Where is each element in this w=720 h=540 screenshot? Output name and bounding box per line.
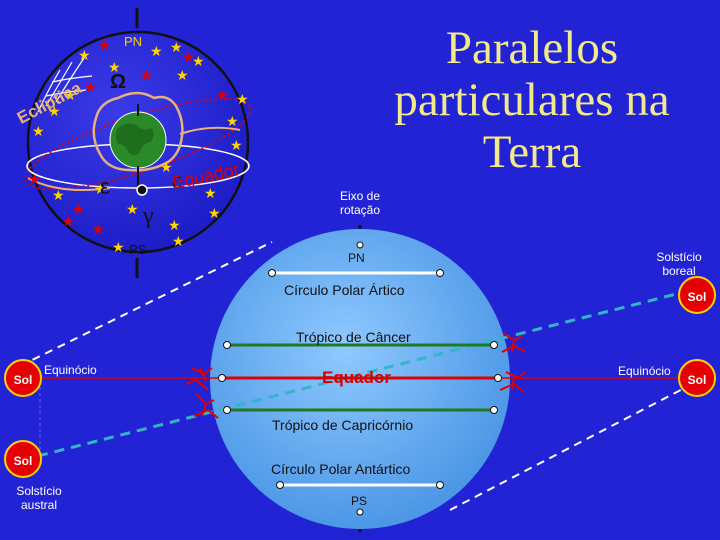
svg-text:★: ★ xyxy=(126,201,139,217)
svg-text:★: ★ xyxy=(216,87,229,103)
tropic-cancer-label: Trópico de Câncer xyxy=(296,329,411,345)
svg-text:★: ★ xyxy=(168,217,181,233)
svg-text:★: ★ xyxy=(62,213,75,229)
equinox-point-label: γ xyxy=(143,203,154,229)
sphere-meridian xyxy=(37,57,85,113)
ecliptic-arc xyxy=(27,177,111,192)
solstice-austral-label: Solstício austral xyxy=(16,484,62,512)
svg-text:★: ★ xyxy=(226,113,239,129)
solstice-symbol-left: ε xyxy=(100,174,110,199)
celestial-sphere xyxy=(24,8,252,278)
slide-title: Paralelos particulares na Terra xyxy=(394,22,670,178)
solstice-path-boreal-left xyxy=(19,241,273,367)
svg-text:★: ★ xyxy=(28,171,41,187)
svg-text:★: ★ xyxy=(108,59,121,75)
sphere-ps-label: PS xyxy=(129,242,147,257)
svg-text:★: ★ xyxy=(78,47,91,63)
svg-text:★: ★ xyxy=(160,159,173,175)
sun-equinox-left: Sol xyxy=(4,359,42,397)
arctic-circle-label: Círculo Polar Ártico xyxy=(284,282,405,298)
svg-text:★: ★ xyxy=(208,205,221,221)
north-pole-point xyxy=(356,241,364,249)
svg-text:★: ★ xyxy=(204,185,217,201)
svg-text:★: ★ xyxy=(112,239,125,255)
tropic-capricorn-label: Trópico de Capricórnio xyxy=(272,417,414,433)
svg-text:★: ★ xyxy=(52,187,65,203)
equator-label: Equador xyxy=(322,368,391,387)
solstice-symbol-right: ε xyxy=(172,168,182,193)
sun-equinox-right: Sol xyxy=(678,359,716,397)
svg-text:★: ★ xyxy=(182,49,195,65)
svg-text:★: ★ xyxy=(140,67,153,83)
sphere-parallel xyxy=(45,75,93,97)
sun-solstice-austral: Sol xyxy=(4,440,42,478)
rotation-axis-label: Eixo de rotação xyxy=(339,189,381,217)
svg-text:★: ★ xyxy=(176,67,189,83)
equinox-right-label: Equinócio xyxy=(618,364,671,378)
svg-text:★: ★ xyxy=(48,103,61,119)
sun-solstice-boreal: Sol xyxy=(678,276,716,314)
equinox-left-label: Equinócio xyxy=(44,363,97,377)
antarctic-circle-label: Círculo Polar Antártico xyxy=(271,461,411,477)
svg-text:★: ★ xyxy=(230,137,243,153)
node-symbol: Ω xyxy=(110,71,127,93)
earth-halo xyxy=(92,91,184,172)
star-field: ★ ★ ★ ★ ★ ★ ★ ★ ★ ★ ★ ★ ★ ★ ★ ★ ★ ★ ★ ★ … xyxy=(28,37,249,255)
svg-text:★: ★ xyxy=(72,201,85,217)
small-earth-land xyxy=(116,123,154,155)
sphere-center-point xyxy=(136,184,148,196)
svg-text:★: ★ xyxy=(94,181,107,197)
solstice-path-boreal-right xyxy=(449,379,701,511)
sphere-pn-label: PN xyxy=(124,34,143,49)
svg-text:★: ★ xyxy=(170,39,183,55)
solstice-path-austral xyxy=(37,286,701,458)
svg-text:★: ★ xyxy=(84,79,97,95)
earth-pn-label: PN xyxy=(348,251,365,265)
svg-text:★: ★ xyxy=(172,233,185,249)
svg-text:★: ★ xyxy=(92,221,105,237)
ecliptic-arc-right xyxy=(179,126,241,135)
svg-text:★: ★ xyxy=(64,87,77,103)
svg-text:★: ★ xyxy=(192,53,205,69)
earth-ps-label: PS xyxy=(351,494,368,508)
svg-text:★: ★ xyxy=(98,37,111,53)
observer-figure xyxy=(185,333,527,419)
svg-text:★: ★ xyxy=(32,123,45,139)
solstice-boreal-label: Solstício boreal xyxy=(656,250,702,278)
svg-text:★: ★ xyxy=(236,91,249,107)
south-pole-point xyxy=(356,508,364,516)
svg-text:★: ★ xyxy=(150,43,163,59)
